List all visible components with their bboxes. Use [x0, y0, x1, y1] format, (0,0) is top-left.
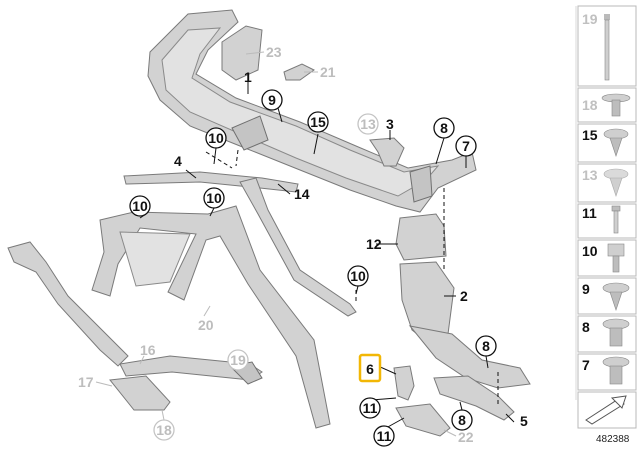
hex-bolt-icon [607, 243, 625, 257]
callout-20: 20 [198, 317, 214, 333]
callout-10d-circle [347, 265, 369, 287]
callout-21: 21 [320, 64, 336, 80]
part-5-bracket[interactable] [433, 375, 515, 421]
legend-item-11[interactable]: 11 [577, 203, 637, 239]
legend-item-15[interactable]: 15 [577, 123, 637, 163]
svg-text:15: 15 [582, 127, 598, 143]
screw-flange-icon [602, 282, 630, 294]
part-20-frame[interactable] [91, 205, 331, 429]
part-4-strut[interactable] [123, 171, 357, 317]
part-1-carrier[interactable] [147, 9, 477, 213]
legend-item-18[interactable]: 18 [577, 87, 637, 123]
callout-7: 7 [462, 138, 470, 154]
svg-text:19: 19 [582, 11, 598, 27]
callout-11a-circle [359, 397, 381, 419]
callout-18-circle [153, 419, 175, 441]
part-23-bracket[interactable] [221, 25, 263, 81]
callout-11b: 11 [377, 428, 392, 444]
part-22-plate[interactable] [395, 403, 451, 437]
svg-text:13: 13 [582, 167, 598, 183]
callout-6-highlight [358, 353, 382, 383]
svg-text:18: 18 [582, 97, 598, 113]
nut-icon [602, 356, 630, 368]
callout-8a-circle [433, 117, 455, 139]
callout-8b: 8 [482, 338, 490, 354]
part-long-strut-left[interactable] [7, 241, 129, 367]
callout-23: 23 [266, 44, 282, 60]
svg-text:7: 7 [582, 357, 590, 373]
callout-22: 22 [458, 429, 474, 445]
callout-10a: 10 [208, 130, 224, 146]
callout-10b: 10 [206, 190, 222, 206]
bolt-long-icon [604, 14, 610, 20]
callout-6: 6 [366, 361, 374, 377]
callout-15-circle [307, 111, 329, 133]
legend-item-13[interactable]: 13 [577, 163, 637, 203]
screw-grey-icon [603, 168, 629, 180]
callout-8a: 8 [440, 120, 448, 136]
callout-12: 12 [366, 236, 382, 252]
callout-9-circle [261, 89, 283, 111]
callout-10c-circle [129, 195, 151, 217]
part-6-plate[interactable] [393, 365, 415, 401]
part-3-clip[interactable] [369, 137, 405, 167]
callout-19-circle [227, 349, 249, 371]
part-17-bracket[interactable] [109, 375, 171, 411]
callout-1: 1 [244, 69, 252, 85]
leader-lines [95, 51, 515, 437]
callout-8c-circle [451, 409, 473, 431]
legend-panel: 19 18 15 13 11 [575, 5, 637, 445]
callouts: 1 23 21 9 15 13 3 8 7 10 4 14 10 10 10 1… [78, 44, 528, 447]
callout-7-circle [455, 135, 477, 157]
legend-item-9[interactable]: 9 [577, 277, 637, 315]
screw-pan-icon [603, 128, 629, 140]
callout-13: 13 [360, 116, 376, 132]
diagram-id: 482388 [596, 434, 630, 445]
part-21-clip[interactable] [283, 63, 315, 81]
legend-item-10[interactable]: 10 [577, 239, 637, 277]
svg-text:8: 8 [582, 319, 590, 335]
callout-8c: 8 [458, 412, 466, 428]
callout-15: 15 [310, 114, 326, 130]
callout-10d: 10 [350, 268, 366, 284]
callout-4: 4 [174, 153, 182, 169]
callout-5: 5 [520, 413, 528, 429]
callout-8b-circle [475, 335, 497, 357]
callout-19: 19 [230, 352, 246, 368]
svg-text:11: 11 [582, 205, 597, 221]
callout-13-circle [357, 113, 379, 135]
legend-item-8[interactable]: 8 [577, 315, 637, 353]
callout-10b-circle [203, 187, 225, 209]
svg-text:9: 9 [582, 281, 590, 297]
part-12-box[interactable] [395, 213, 447, 261]
callout-11a: 11 [363, 400, 378, 416]
callout-10a-circle [205, 127, 227, 149]
callout-11b-circle [373, 425, 395, 447]
callout-16: 16 [140, 342, 156, 358]
callout-10c: 10 [132, 198, 148, 214]
callout-18: 18 [156, 422, 172, 438]
callout-2: 2 [460, 288, 468, 304]
svg-text:10: 10 [582, 243, 598, 259]
nut-washer-icon [602, 318, 630, 330]
callout-3: 3 [386, 116, 394, 132]
legend-item-19[interactable]: 19 [577, 5, 637, 87]
part-2-bracket[interactable] [399, 261, 531, 389]
callout-9: 9 [268, 92, 276, 108]
legend-scale-arrow-icon [577, 391, 637, 429]
callout-17: 17 [78, 374, 94, 390]
callout-14: 14 [294, 186, 310, 202]
bolt-short-icon [611, 205, 621, 212]
legend-item-7[interactable]: 7 [577, 353, 637, 391]
